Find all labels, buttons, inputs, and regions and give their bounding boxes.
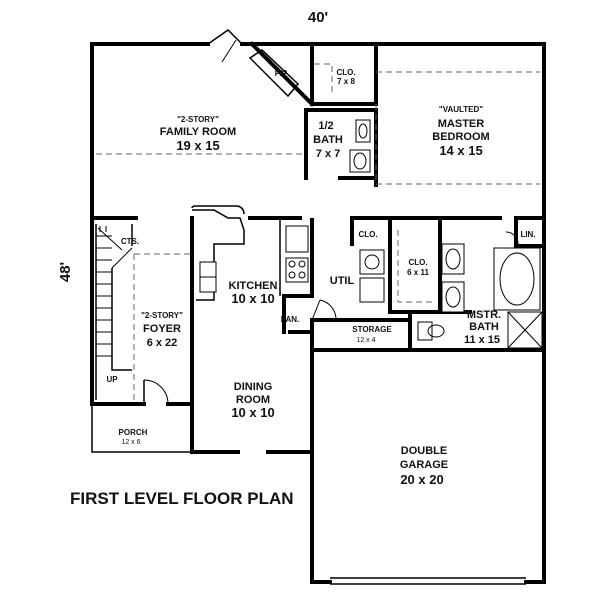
width-dimension: 40'	[308, 9, 328, 26]
room-pan: PAN.	[281, 315, 300, 324]
stove	[285, 257, 309, 283]
interior-walls	[90, 41, 546, 454]
room-fp: F/P	[275, 69, 288, 78]
svg-text:10 x 10: 10 x 10	[231, 291, 274, 306]
util-appliances	[359, 249, 385, 303]
doors	[207, 29, 519, 321]
room-up: UP	[106, 375, 118, 384]
exterior-walls	[90, 42, 546, 584]
svg-text:FOYER: FOYER	[143, 323, 181, 335]
kitchen-counters	[191, 205, 309, 301]
room-clo-small: CLO.	[358, 230, 377, 239]
svg-text:ROOM: ROOM	[236, 394, 270, 406]
stairs	[95, 224, 133, 400]
room-clo-top: CLO. 7 x 8	[336, 68, 355, 86]
plan-title: FIRST LEVEL FLOOR PLAN	[70, 489, 294, 508]
svg-text:12 x 4: 12 x 4	[356, 337, 375, 344]
room-lin: LIN.	[520, 230, 535, 239]
svg-text:14 x 15: 14 x 15	[439, 143, 482, 158]
room-half-bath: 1/2 BATH 7 x 7	[313, 120, 343, 160]
room-cts: CTS.	[121, 237, 139, 246]
svg-text:CLO.: CLO.	[336, 68, 355, 77]
svg-text:1/2: 1/2	[318, 120, 333, 132]
refrigerator	[285, 225, 309, 253]
svg-text:BATH: BATH	[469, 321, 499, 333]
svg-text:7 x 7: 7 x 7	[316, 148, 340, 160]
svg-text:"2-STORY": "2-STORY"	[177, 115, 219, 124]
room-garage: DOUBLE GARAGE 20 x 20	[400, 445, 448, 487]
room-dining: DINING ROOM 10 x 10	[231, 381, 274, 420]
room-kitchen: KITCHEN 10 x 10	[229, 280, 278, 306]
svg-text:FAMILY ROOM: FAMILY ROOM	[160, 126, 236, 138]
room-clo-master: CLO. 6 x 11	[407, 258, 429, 277]
svg-text:"VAULTED": "VAULTED"	[439, 105, 483, 114]
svg-text:GARAGE: GARAGE	[400, 459, 448, 471]
room-porch: PORCH 12 x 6	[119, 428, 148, 446]
svg-text:7 x 8: 7 x 8	[337, 77, 355, 86]
svg-text:STORAGE: STORAGE	[352, 325, 392, 334]
svg-text:KITCHEN: KITCHEN	[229, 280, 278, 292]
room-master-bath: MSTR. BATH 11 x 15	[464, 309, 501, 346]
svg-text:"2-STORY": "2-STORY"	[141, 311, 183, 320]
svg-text:12 x 6: 12 x 6	[121, 439, 140, 446]
svg-text:BATH: BATH	[313, 134, 343, 146]
svg-text:19 x 15: 19 x 15	[176, 138, 219, 153]
svg-text:10 x 10: 10 x 10	[231, 405, 274, 420]
svg-text:DOUBLE: DOUBLE	[401, 445, 447, 457]
half-bath-fixtures	[349, 119, 371, 173]
room-util: UTIL	[330, 275, 355, 287]
svg-text:MSTR.: MSTR.	[467, 309, 501, 321]
svg-text:BEDROOM: BEDROOM	[432, 131, 489, 143]
svg-text:CLO.: CLO.	[408, 258, 427, 267]
room-family: "2-STORY" FAMILY ROOM 19 x 15	[160, 115, 236, 153]
porch-outline	[91, 404, 192, 453]
garage-door	[330, 577, 526, 585]
svg-text:6 x 11: 6 x 11	[407, 268, 429, 277]
svg-text:PORCH: PORCH	[119, 428, 148, 437]
svg-text:MASTER: MASTER	[438, 118, 485, 130]
svg-text:20 x 20: 20 x 20	[400, 472, 443, 487]
master-bath-fixtures	[417, 243, 543, 349]
room-foyer: "2-STORY" FOYER 6 x 22	[141, 311, 183, 349]
svg-text:DINING: DINING	[234, 381, 273, 393]
svg-text:6 x 22: 6 x 22	[147, 337, 178, 349]
room-storage: STORAGE 12 x 4	[352, 325, 392, 344]
room-master-bedroom: "VAULTED" MASTER BEDROOM 14 x 15	[432, 105, 489, 158]
dashed-lines	[96, 63, 540, 400]
svg-text:11 x 15: 11 x 15	[464, 334, 500, 346]
depth-dimension: 48'	[57, 262, 74, 282]
front-door	[143, 379, 169, 405]
